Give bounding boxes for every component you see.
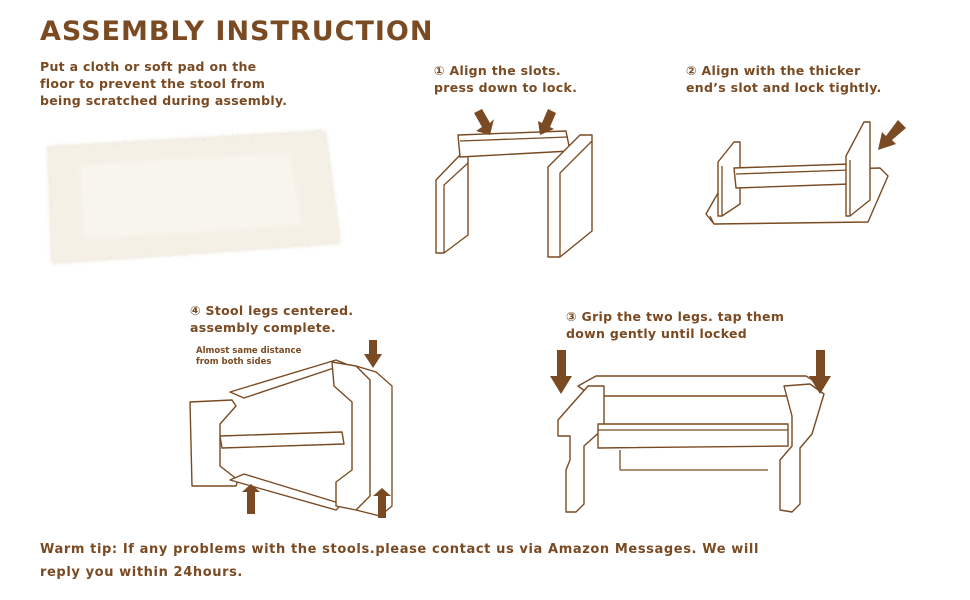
- step1-line: press down to lock.: [434, 80, 578, 95]
- step1-illustration: [435, 109, 593, 258]
- step2-line: end’s slot and lock tightly.: [686, 80, 882, 95]
- step4-illustration: [189, 340, 393, 518]
- step4-note: Almost same distance from both sides: [196, 346, 301, 368]
- step3-line: ③ Grip the two legs. tap them: [566, 309, 785, 324]
- step4-note-line: Almost same distance: [196, 346, 302, 356]
- step3-line: down gently until locked: [566, 326, 747, 341]
- step3-illustration: [550, 350, 831, 513]
- warm-tip-line: reply you within 24hours.: [40, 565, 243, 580]
- step4-line: assembly complete.: [190, 320, 336, 335]
- step4-text: ④ Stool legs centered. assembly complete…: [190, 302, 353, 336]
- down-arrow-icon: [538, 109, 556, 135]
- down-arrow-icon: [550, 350, 572, 394]
- down-arrow-icon: [809, 350, 831, 394]
- step1-line: ① Align the slots.: [434, 63, 561, 78]
- warm-tip-line: Warm tip: If any problems with the stool…: [40, 542, 760, 557]
- step2-illustration: [705, 120, 906, 225]
- step4-note-line: from both sides: [196, 357, 272, 367]
- intro-line: being scratched during assembly.: [40, 93, 288, 108]
- intro-line: floor to prevent the stool from: [40, 76, 266, 91]
- page-title: ASSEMBLY INSTRUCTION: [40, 16, 434, 47]
- down-arrow-icon: [474, 109, 494, 135]
- step3-text: ③ Grip the two legs. tap them down gentl…: [566, 308, 784, 342]
- warm-tip: Warm tip: If any problems with the stool…: [40, 538, 940, 584]
- intro-line: Put a cloth or soft pad on the: [40, 59, 257, 74]
- rug-illustration: [48, 131, 340, 263]
- up-arrow-icon: [373, 488, 391, 518]
- intro-text: Put a cloth or soft pad on the floor to …: [40, 58, 287, 109]
- step1-text: ① Align the slots. press down to lock.: [434, 62, 577, 96]
- up-arrow-icon: [242, 484, 260, 514]
- down-arrow-icon: [878, 120, 906, 150]
- step2-text: ② Align with the thicker end’s slot and …: [686, 62, 882, 96]
- down-arrow-icon: [364, 340, 382, 368]
- step4-line: ④ Stool legs centered.: [190, 303, 354, 318]
- step2-line: ② Align with the thicker: [686, 63, 861, 78]
